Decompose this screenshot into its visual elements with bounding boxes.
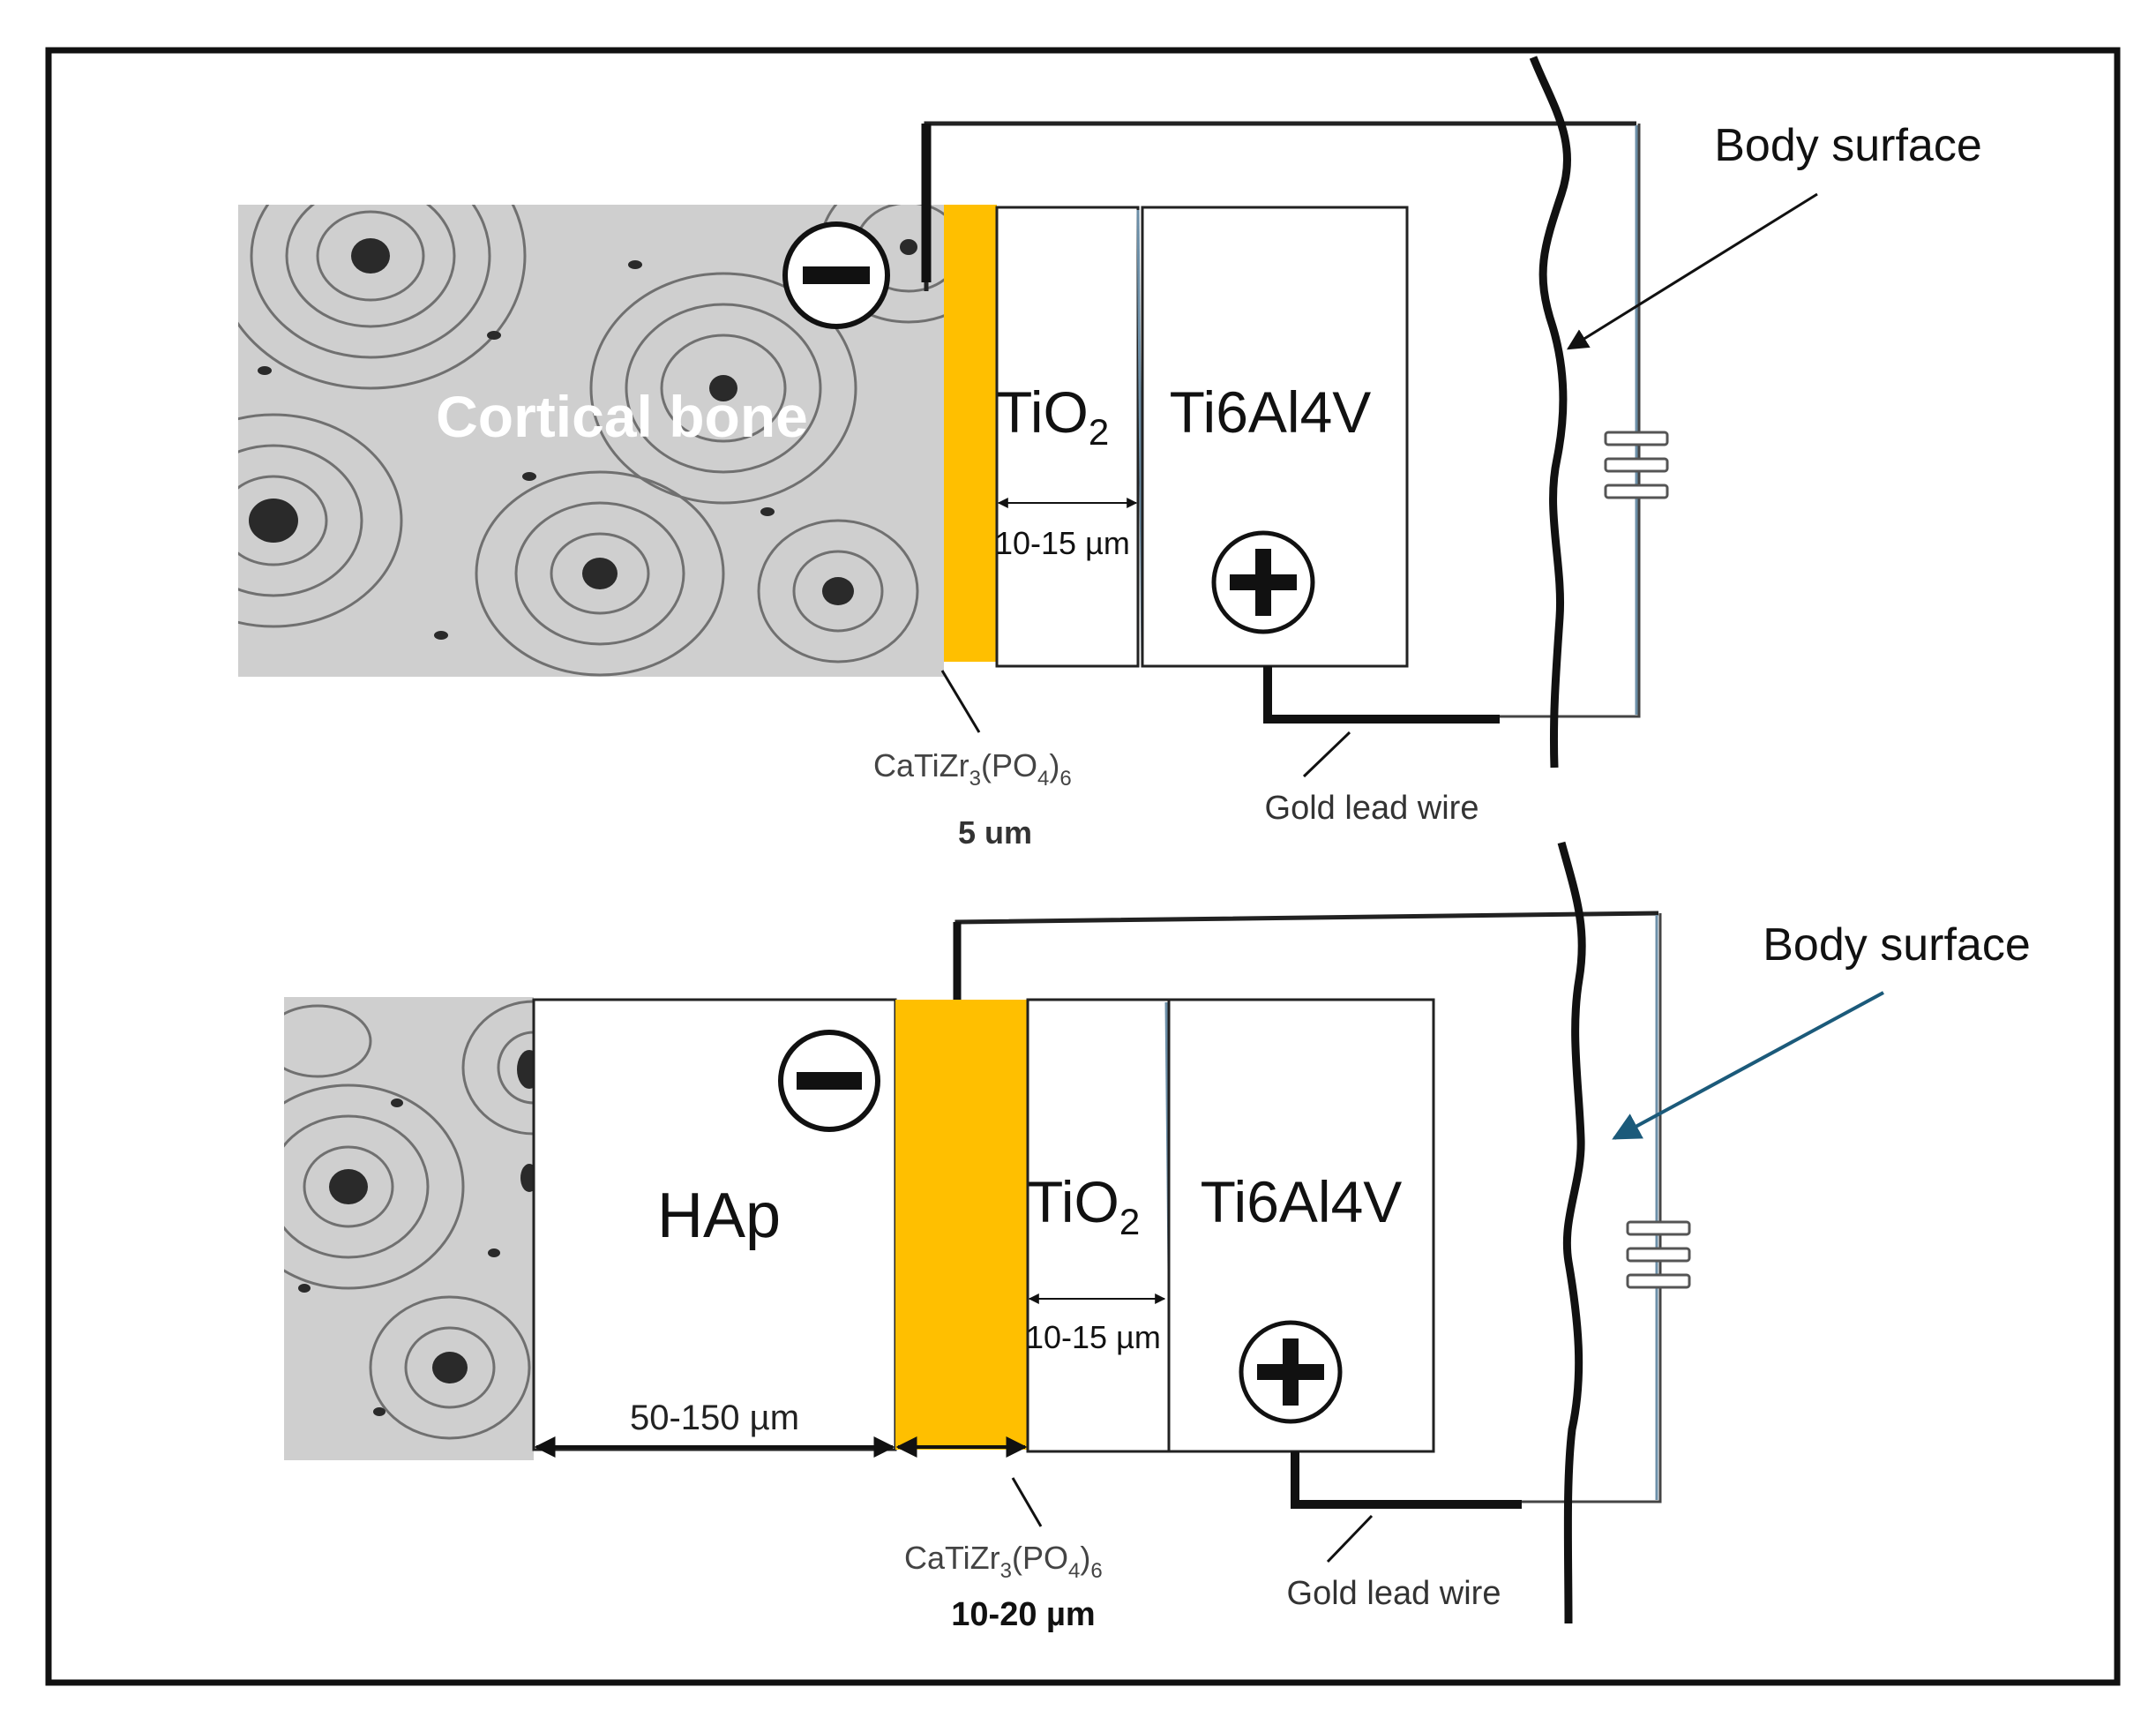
bottom-hap-thickness: 50-150 µm <box>630 1398 799 1437</box>
top-panel: Cortical bone TiO2 Ti6Al4V 10-15 µm <box>238 56 1982 851</box>
bottom-coating-callout <box>1011 1477 1043 1527</box>
top-coating-thickness: 5 um <box>958 814 1032 851</box>
top-positive-icon <box>1211 530 1315 634</box>
top-wire-callout <box>1302 731 1351 778</box>
bottom-tio2-layer <box>1026 998 1171 1453</box>
bottom-coating-layer <box>895 1000 1028 1450</box>
bottom-body-surface-label: Body surface <box>1763 919 2031 971</box>
top-coating-layer <box>944 205 997 662</box>
top-negative-icon <box>782 221 890 329</box>
top-coating-callout <box>940 670 981 733</box>
bottom-cortical-bone-image <box>284 997 534 1460</box>
top-alloy-label: Ti6Al4V <box>1170 379 1372 445</box>
bottom-negative-icon <box>778 1030 880 1132</box>
bottom-panel: HAp TiO2 Ti6Al4V 10-15 µm 50-150 µm <box>284 841 2031 1633</box>
bottom-gold-lead-wire <box>1291 1451 1522 1509</box>
bottom-tio2-label: TiO2 <box>1028 1169 1140 1242</box>
bottom-tio2-thickness: 10-15 µm <box>1026 1319 1161 1355</box>
bottom-positive-icon <box>1239 1320 1343 1424</box>
top-body-surface-arrow <box>1566 192 1818 350</box>
bottom-body-surface-line <box>1557 841 1586 1624</box>
bottom-wire-callout <box>1326 1514 1374 1563</box>
top-tio2-label: TiO2 <box>997 379 1109 453</box>
top-tio2-layer <box>995 206 1140 668</box>
top-gold-lead-wire <box>1263 666 1500 724</box>
top-coating-label: CaTiZr3(PO4)6 <box>873 747 1072 791</box>
bottom-hap-label: HAp <box>657 1181 781 1251</box>
top-capacitor-icon <box>1604 431 1669 499</box>
bottom-alloy-label: Ti6Al4V <box>1201 1169 1403 1234</box>
top-body-surface-label: Body surface <box>1714 120 1982 171</box>
top-tio2-thickness: 10-15 µm <box>995 525 1130 561</box>
bottom-wire-label: Gold lead wire <box>1287 1575 1501 1612</box>
top-wire-label: Gold lead wire <box>1265 790 1479 827</box>
bottom-body-surface-arrow <box>1612 991 1884 1140</box>
bottom-coating-thickness: 10-20 µm <box>951 1596 1095 1633</box>
bottom-capacitor-icon <box>1626 1220 1691 1289</box>
top-return-wire <box>1500 124 1641 718</box>
top-bone-label: Cortical bone <box>436 384 808 449</box>
bottom-coating-label: CaTiZr3(PO4)6 <box>904 1540 1103 1583</box>
top-body-surface-line <box>1529 56 1572 769</box>
